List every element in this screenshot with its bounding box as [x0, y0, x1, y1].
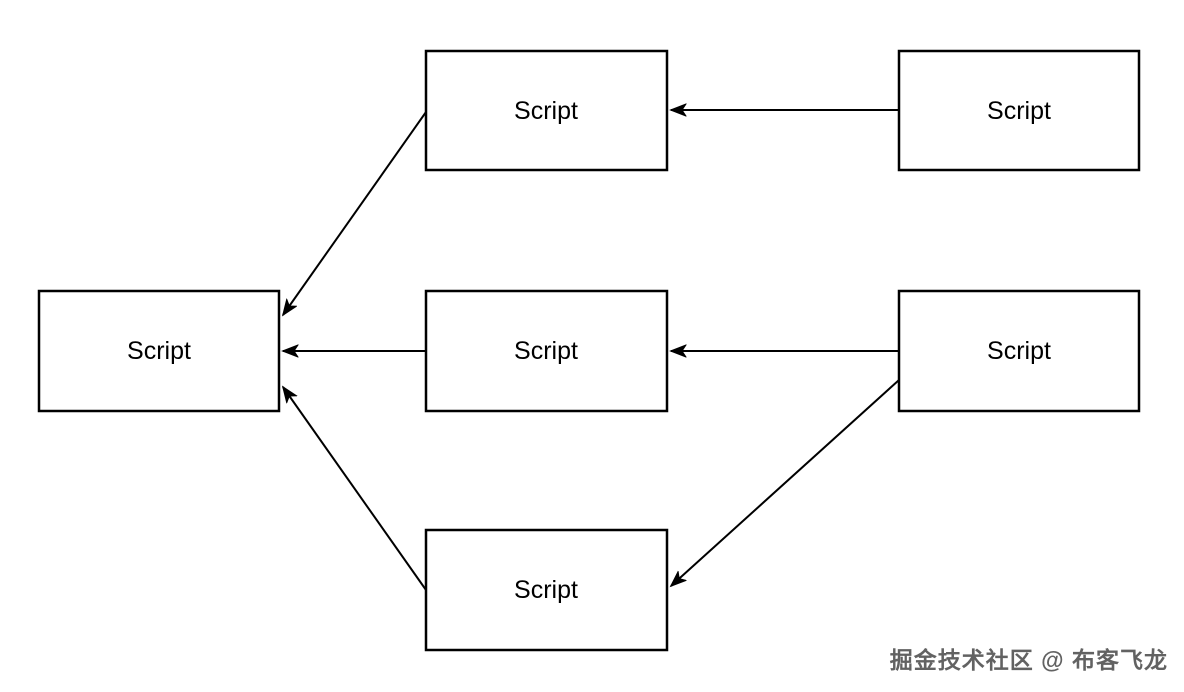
node-left: Script	[37, 289, 281, 413]
edge-bottommiddle-to-left	[283, 387, 427, 591]
node-right: Script	[897, 289, 1141, 413]
edge-right-to-bottommiddle	[671, 379, 900, 586]
node-top-middle-box	[424, 49, 669, 172]
node-group: Script Script Script Script Script Scrip	[37, 49, 1141, 652]
node-top-right-label: Script	[987, 97, 1051, 125]
node-left-label: Script	[127, 337, 191, 365]
node-right-box	[897, 289, 1141, 413]
node-bottom-middle: Script	[424, 528, 669, 652]
node-middle-label: Script	[514, 337, 578, 365]
node-right-label: Script	[987, 337, 1051, 365]
watermark-text: 掘金技术社区 @ 布客飞龙	[889, 647, 1168, 673]
node-bottom-middle-label: Script	[514, 576, 578, 604]
node-top-middle-label: Script	[514, 97, 578, 125]
node-left-box	[37, 289, 281, 413]
node-top-right: Script	[897, 49, 1141, 172]
edge-topmiddle-to-left	[283, 111, 427, 315]
node-middle-box	[424, 289, 669, 413]
node-top-middle: Script	[424, 49, 669, 172]
edge-group	[283, 110, 900, 591]
node-bottom-middle-box	[424, 528, 669, 652]
node-top-right-box	[897, 49, 1141, 172]
node-middle: Script	[424, 289, 669, 413]
